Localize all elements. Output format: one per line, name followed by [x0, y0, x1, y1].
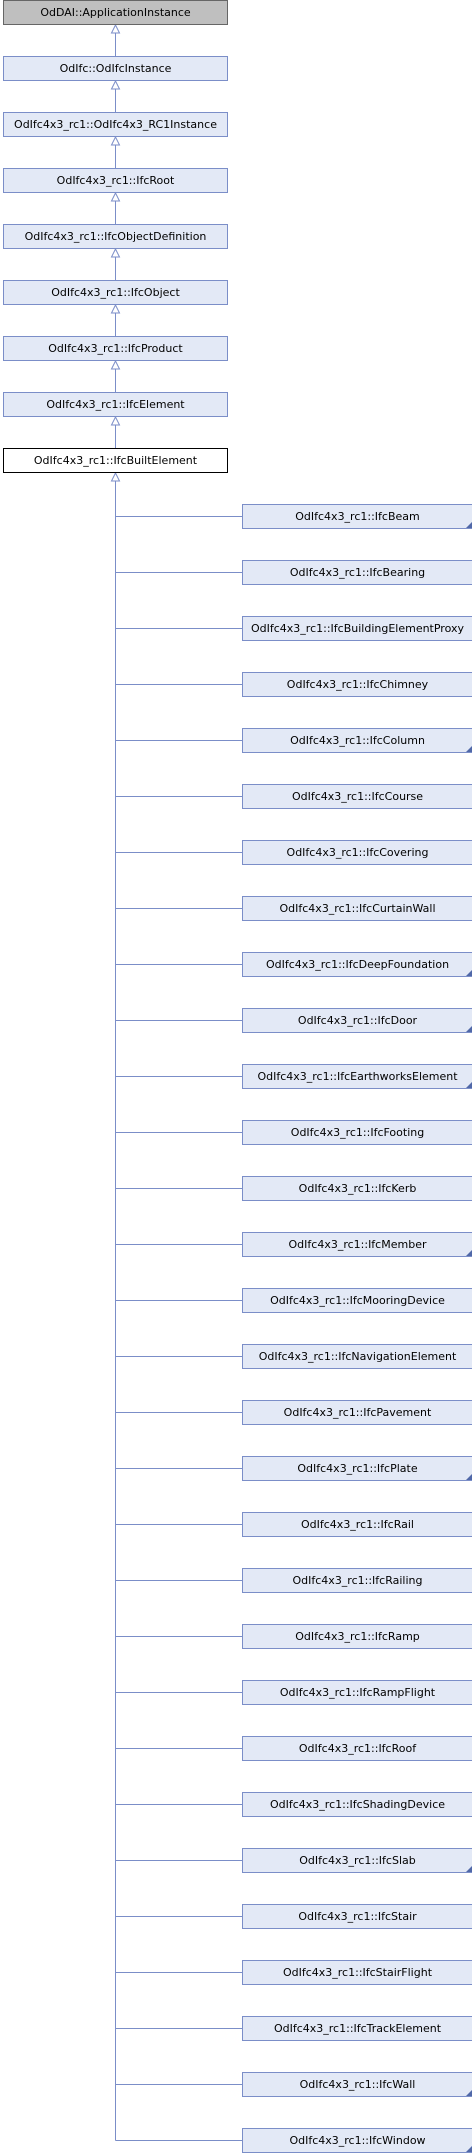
class-node-ifc-deep-foundation[interactable]: OdIfc4x3_rc1::IfcDeepFoundation — [242, 952, 472, 977]
class-node-ifc-slab[interactable]: OdIfc4x3_rc1::IfcSlab — [242, 1848, 472, 1873]
inheritance-arrow — [110, 303, 121, 314]
node-label: OdIfc4x3_rc1::IfcRamp — [295, 1630, 420, 1643]
node-label: OdIfc4x3_rc1::IfcEarthworksElement — [257, 1070, 458, 1083]
class-node-ifc-object-definition[interactable]: OdIfc4x3_rc1::IfcObjectDefinition — [3, 224, 228, 249]
current-class-node: OdIfc4x3_rc1::IfcBuiltElement — [3, 448, 228, 473]
node-label: OdIfc4x3_rc1::IfcTrackElement — [273, 2022, 442, 2035]
node-label: OdIfc4x3_rc1::OdIfc4x3_RC1Instance — [14, 118, 217, 131]
node-label: OdIfc4x3_rc1::IfcWindow — [289, 2134, 426, 2147]
node-label: OdIfc4x3_rc1::IfcCurtainWall — [279, 902, 436, 915]
class-node-ifc-chimney[interactable]: OdIfc4x3_rc1::IfcChimney — [242, 672, 472, 697]
node-label: OdIfc4x3_rc1::IfcStair — [298, 1910, 417, 1923]
collapsed-subclasses-icon — [466, 1082, 472, 1088]
inheritance-arrow — [110, 79, 121, 90]
inheritance-arrow — [110, 415, 121, 426]
class-node-ifc-kerb[interactable]: OdIfc4x3_rc1::IfcKerb — [242, 1176, 472, 1201]
class-node-ifc-pavement[interactable]: OdIfc4x3_rc1::IfcPavement — [242, 1400, 472, 1425]
class-node-ifc-root[interactable]: OdIfc4x3_rc1::IfcRoot — [3, 168, 228, 193]
class-node-ifc-door[interactable]: OdIfc4x3_rc1::IfcDoor — [242, 1008, 472, 1033]
node-label: OdIfc4x3_rc1::IfcDeepFoundation — [265, 958, 450, 971]
inheritance-arrow — [110, 247, 121, 258]
class-node-ifc-curtain-wall[interactable]: OdIfc4x3_rc1::IfcCurtainWall — [242, 896, 472, 921]
inheritance-arrow — [110, 191, 121, 202]
class-node-ifc-ramp[interactable]: OdIfc4x3_rc1::IfcRamp — [242, 1624, 472, 1649]
class-node-ifc-beam[interactable]: OdIfc4x3_rc1::IfcBeam — [242, 504, 472, 529]
node-label: OdDAI::ApplicationInstance — [40, 6, 191, 19]
class-node-ifc-shading-device[interactable]: OdIfc4x3_rc1::IfcShadingDevice — [242, 1792, 472, 1817]
class-node-ifc-ramp-flight[interactable]: OdIfc4x3_rc1::IfcRampFlight — [242, 1680, 472, 1705]
class-node-ifc-covering[interactable]: OdIfc4x3_rc1::IfcCovering — [242, 840, 472, 865]
node-label: OdIfc4x3_rc1::IfcBuildingElementProxy — [250, 622, 464, 635]
node-label: OdIfc4x3_rc1::IfcShadingDevice — [269, 1798, 446, 1811]
node-label: OdIfc4x3_rc1::IfcColumn — [290, 734, 425, 747]
collapsed-subclasses-icon — [466, 1866, 472, 1872]
node-label: OdIfc4x3_rc1::IfcBearing — [289, 566, 426, 579]
collapsed-subclasses-icon — [466, 1474, 472, 1480]
node-label: OdIfc4x3_rc1::IfcObject — [51, 286, 180, 299]
node-label: OdIfc4x3_rc1::IfcElement — [46, 398, 185, 411]
class-node-application-instance[interactable]: OdDAI::ApplicationInstance — [3, 0, 228, 25]
class-node-ifc-navigation-element[interactable]: OdIfc4x3_rc1::IfcNavigationElement — [242, 1344, 472, 1369]
node-label: OdIfc4x3_rc1::IfcBeam — [295, 510, 420, 523]
class-node-ifc-track-element[interactable]: OdIfc4x3_rc1::IfcTrackElement — [242, 2016, 472, 2041]
collapsed-subclasses-icon — [466, 746, 472, 752]
node-label: OdIfc4x3_rc1::IfcChimney — [286, 678, 429, 691]
node-label: OdIfc4x3_rc1::IfcRoot — [56, 174, 175, 187]
inheritance-arrow — [110, 23, 121, 34]
node-label: OdIfc4x3_rc1::IfcMember — [288, 1238, 427, 1251]
inheritance-arrow — [110, 471, 121, 482]
class-node-ifc-course[interactable]: OdIfc4x3_rc1::IfcCourse — [242, 784, 472, 809]
collapsed-subclasses-icon — [466, 1026, 472, 1032]
node-label: OdIfc4x3_rc1::IfcFooting — [290, 1126, 425, 1139]
class-node-od-ifc-instance[interactable]: OdIfc::OdIfcInstance — [3, 56, 228, 81]
class-node-ifc-earthworks-element[interactable]: OdIfc4x3_rc1::IfcEarthworksElement — [242, 1064, 472, 1089]
class-node-ifc-window[interactable]: OdIfc4x3_rc1::IfcWindow — [242, 2128, 472, 2153]
node-label: OdIfc4x3_rc1::IfcSlab — [299, 1854, 416, 1867]
node-label: OdIfc4x3_rc1::IfcMooringDevice — [270, 1294, 445, 1307]
class-node-ifc-footing[interactable]: OdIfc4x3_rc1::IfcFooting — [242, 1120, 472, 1145]
collapsed-subclasses-icon — [466, 522, 472, 528]
node-label: OdIfc4x3_rc1::IfcPlate — [297, 1462, 418, 1475]
node-label: OdIfc4x3_rc1::IfcRail — [301, 1518, 414, 1531]
node-label: OdIfc4x3_rc1::IfcRailing — [292, 1574, 423, 1587]
node-label: OdIfc4x3_rc1::IfcProduct — [48, 342, 183, 355]
class-node-ifc-roof[interactable]: OdIfc4x3_rc1::IfcRoof — [242, 1736, 472, 1761]
class-node-ifc-product[interactable]: OdIfc4x3_rc1::IfcProduct — [3, 336, 228, 361]
class-node-ifc-stair[interactable]: OdIfc4x3_rc1::IfcStair — [242, 1904, 472, 1929]
node-label: OdIfc4x3_rc1::IfcBuiltElement — [33, 454, 198, 467]
class-node-ifc-element[interactable]: OdIfc4x3_rc1::IfcElement — [3, 392, 228, 417]
node-label: OdIfc4x3_rc1::IfcCovering — [286, 846, 429, 859]
collapsed-subclasses-icon — [466, 970, 472, 976]
node-label: OdIfc4x3_rc1::IfcObjectDefinition — [24, 230, 207, 243]
node-label: OdIfc::OdIfcInstance — [59, 62, 172, 75]
node-label: OdIfc4x3_rc1::IfcStairFlight — [282, 1966, 433, 1979]
collapsed-subclasses-icon — [466, 2146, 472, 2152]
class-node-ifc-rail[interactable]: OdIfc4x3_rc1::IfcRail — [242, 1512, 472, 1537]
inheritance-arrow — [110, 359, 121, 370]
node-label: OdIfc4x3_rc1::IfcKerb — [298, 1182, 417, 1195]
inheritance-arrow — [110, 135, 121, 146]
collapsed-subclasses-icon — [466, 1250, 472, 1256]
node-label: OdIfc4x3_rc1::IfcCourse — [291, 790, 424, 803]
class-node-ifc-plate[interactable]: OdIfc4x3_rc1::IfcPlate — [242, 1456, 472, 1481]
node-label: OdIfc4x3_rc1::IfcRoof — [298, 1742, 417, 1755]
class-node-ifc-object[interactable]: OdIfc4x3_rc1::IfcObject — [3, 280, 228, 305]
collapsed-subclasses-icon — [466, 2090, 472, 2096]
class-node-ifc-building-element-proxy[interactable]: OdIfc4x3_rc1::IfcBuildingElementProxy — [242, 616, 472, 641]
class-node-ifc-wall[interactable]: OdIfc4x3_rc1::IfcWall — [242, 2072, 472, 2097]
class-node-od-ifc4x3-rc1-instance[interactable]: OdIfc4x3_rc1::OdIfc4x3_RC1Instance — [3, 112, 228, 137]
class-node-ifc-column[interactable]: OdIfc4x3_rc1::IfcColumn — [242, 728, 472, 753]
node-label: OdIfc4x3_rc1::IfcRampFlight — [279, 1686, 436, 1699]
node-label: OdIfc4x3_rc1::IfcWall — [299, 2078, 416, 2091]
class-node-ifc-member[interactable]: OdIfc4x3_rc1::IfcMember — [242, 1232, 472, 1257]
class-node-ifc-mooring-device[interactable]: OdIfc4x3_rc1::IfcMooringDevice — [242, 1288, 472, 1313]
class-node-ifc-railing[interactable]: OdIfc4x3_rc1::IfcRailing — [242, 1568, 472, 1593]
class-node-ifc-stair-flight[interactable]: OdIfc4x3_rc1::IfcStairFlight — [242, 1960, 472, 1985]
node-label: OdIfc4x3_rc1::IfcPavement — [283, 1406, 432, 1419]
node-label: OdIfc4x3_rc1::IfcNavigationElement — [258, 1350, 457, 1363]
class-node-ifc-bearing[interactable]: OdIfc4x3_rc1::IfcBearing — [242, 560, 472, 585]
node-label: OdIfc4x3_rc1::IfcDoor — [297, 1014, 418, 1027]
